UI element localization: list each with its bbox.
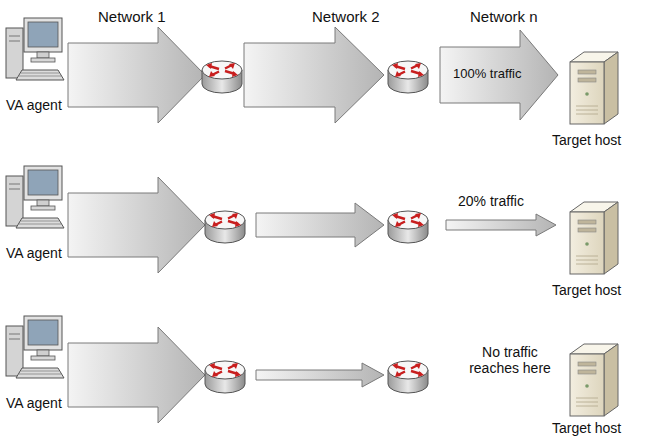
network-label: Network n bbox=[470, 8, 538, 25]
traffic-label: No traffic reaches here bbox=[462, 344, 558, 376]
node-label: Target host bbox=[552, 420, 621, 436]
node-label: VA agent bbox=[6, 395, 62, 411]
traffic-label: 100% traffic bbox=[453, 67, 521, 82]
agent-node: VA agent bbox=[6, 394, 62, 412]
host-node: Target host bbox=[552, 419, 621, 437]
host-node: Target host bbox=[552, 281, 621, 299]
agent-node: VA agent bbox=[6, 244, 62, 262]
traffic-arrow bbox=[68, 327, 384, 423]
traffic-arrow bbox=[68, 177, 556, 273]
agent-node: VA agent bbox=[6, 96, 62, 114]
network-label: Network 2 bbox=[312, 8, 380, 25]
router-symbol bbox=[202, 61, 428, 393]
node-label: Target host bbox=[552, 132, 621, 148]
network-label: Network 1 bbox=[98, 8, 166, 25]
node-label: Target host bbox=[552, 282, 621, 298]
server-icon bbox=[570, 52, 618, 416]
computer-icon bbox=[6, 18, 64, 378]
traffic-arrow bbox=[68, 27, 558, 123]
traffic-label: 20% traffic bbox=[458, 193, 524, 209]
node-label: VA agent bbox=[6, 245, 62, 261]
host-node: Target host bbox=[552, 131, 621, 149]
node-label: VA agent bbox=[6, 97, 62, 113]
